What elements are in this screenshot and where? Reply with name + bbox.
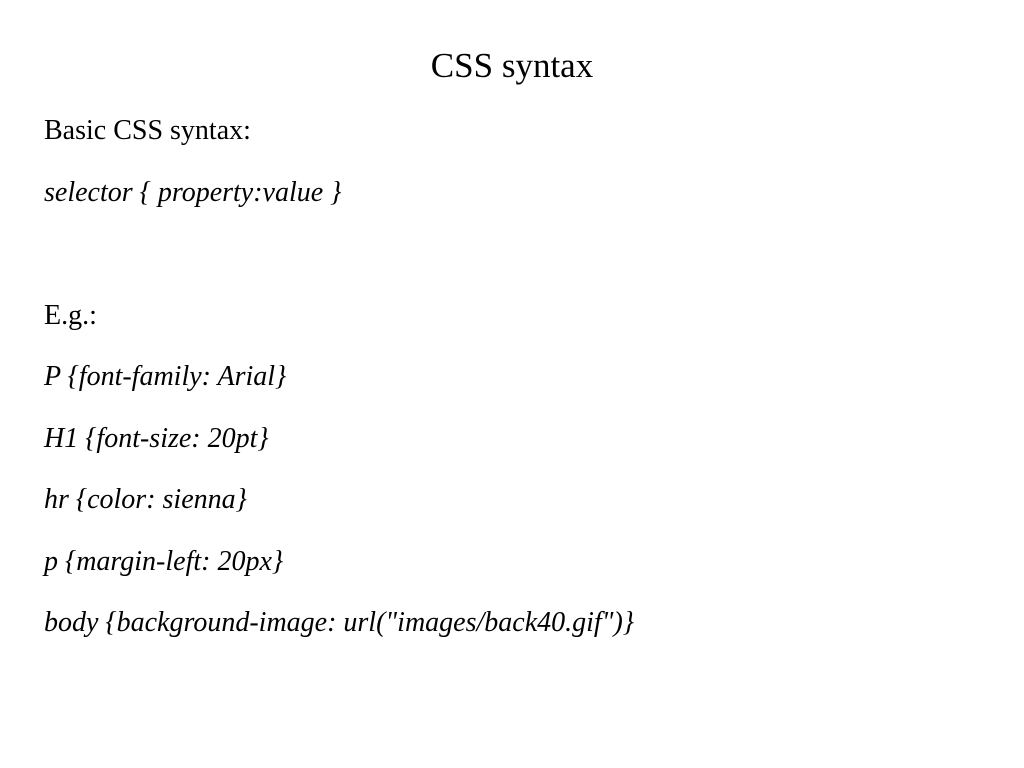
example-font-family: P {font-family: Arial} bbox=[44, 361, 287, 392]
intro-text: Basic CSS syntax: bbox=[44, 115, 251, 146]
blank-line bbox=[44, 237, 984, 299]
example-label: E.g.: bbox=[44, 299, 97, 331]
example-font-size: H1 {font-size: 20pt} bbox=[44, 422, 269, 454]
example-color: hr {color: sienna} bbox=[44, 484, 247, 515]
example-background-image: body {background-image: url("images/back… bbox=[44, 607, 634, 638]
syntax-pattern: selector { property:value } bbox=[44, 176, 342, 208]
slide-content: Basic CSS syntax: selector { property:va… bbox=[44, 114, 984, 668]
slide-title: CSS syntax bbox=[430, 46, 594, 85]
example-margin-left: p {margin-left: 20px} bbox=[44, 545, 284, 577]
